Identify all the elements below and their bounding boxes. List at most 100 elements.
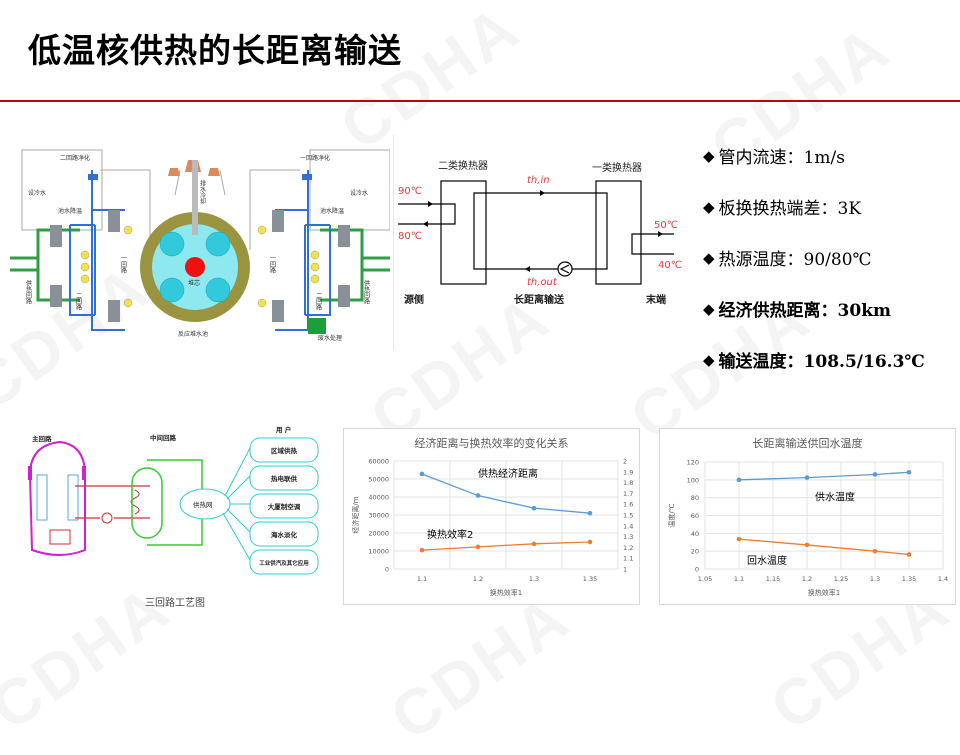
data-point <box>531 541 537 547</box>
temp-source-return: 80℃ <box>398 231 422 242</box>
x-tick-label: 1.3 <box>529 575 539 583</box>
y2-tick-label: 1.6 <box>623 501 633 509</box>
page-title: 低温核供热的长距离输送 <box>28 31 402 70</box>
diamond-bullet-icon: ◆ <box>703 197 715 216</box>
label-loop1: 一回路 <box>120 255 127 274</box>
transport-diagram: 二类换热器 一类换热器 源侧 长距离输送 末端 90℃ 80℃ 50℃ 40℃ … <box>398 159 682 306</box>
y2-tick-label: 1.8 <box>623 479 633 487</box>
diamond-bullet-icon: ◆ <box>703 248 715 267</box>
chart-title: 长距离输送供回水温度 <box>752 437 863 450</box>
label-loop1: 一回路 <box>269 255 276 274</box>
user-item: 海水淡化 <box>271 530 298 539</box>
label-reactor-pool: 反应堆水池 <box>178 330 208 338</box>
x-tick-label: 1.35 <box>902 575 916 583</box>
data-point <box>804 475 810 480</box>
label-loop2-purify: 二回路净化 <box>60 154 90 162</box>
label-cooling-water: 设冷水 <box>28 189 46 197</box>
x-axis-label: 换热效率1 <box>490 588 522 597</box>
data-point <box>475 544 481 550</box>
y-tick-label: 120 <box>687 459 699 467</box>
temp-end-supply: 50℃ <box>654 220 678 231</box>
label-core: 堆芯 <box>188 279 200 287</box>
user-item: 热电联供 <box>271 474 298 483</box>
label-transport: 长距离输送 <box>514 293 565 306</box>
temp-source-supply: 90℃ <box>398 186 422 197</box>
series-line <box>421 473 591 514</box>
y-tick-label: 30000 <box>368 512 389 520</box>
label-hx2: 二类换热器 <box>438 159 488 172</box>
label-pool-cooling: 池水降温 <box>320 207 344 215</box>
bullet-temp-difference: ◆板换换热端差：3K <box>703 197 862 220</box>
data-point <box>419 471 425 477</box>
series-label: 换热效率2 <box>427 528 473 541</box>
diamond-bullet-icon: ◆ <box>703 146 715 165</box>
y-tick-label: 40000 <box>368 494 389 502</box>
y-tick-label: 20 <box>691 548 699 556</box>
divider <box>393 135 394 350</box>
y-tick-label: 80 <box>691 494 699 502</box>
y2-tick-label: 1.4 <box>623 522 633 530</box>
label-loop2: 二回路 <box>315 292 322 311</box>
user-item: 区域供热 <box>271 446 298 455</box>
x-tick-label: 1.1 <box>417 575 427 583</box>
data-point <box>872 548 878 554</box>
y-tick-label: 10000 <box>368 548 389 556</box>
label-heating-loop: 供热回路 <box>25 279 32 305</box>
y-tick-label: 40 <box>691 530 699 538</box>
label-users: 用 户 <box>275 425 291 434</box>
label-exhaust: 排水冷却 <box>199 179 206 205</box>
data-point <box>906 552 912 557</box>
label-cooling-water: 设冷水 <box>350 189 368 197</box>
label-heating-loop: 供热回路 <box>363 279 370 305</box>
series-label: 供水温度 <box>815 491 855 504</box>
series-label: 回水温度 <box>747 554 787 567</box>
y2-tick-label: 2 <box>623 458 627 466</box>
label-loop1-purify: 一回路净化 <box>300 154 330 162</box>
x-tick-label: 1.15 <box>766 575 780 583</box>
y2-tick-label: 1.5 <box>623 512 633 520</box>
label-loop2: 二回路 <box>75 292 82 311</box>
chart-svg: 010000200003000040000500006000011.11.21.… <box>351 458 633 598</box>
label-source: 源侧 <box>404 293 424 306</box>
reactor-system-diagram: 二回路净化 一回路净化 设冷水 设冷水 池水降温 池水降温 堆芯 反应堆水池 废… <box>10 149 390 342</box>
parameter-list: ◆管内流速：1m/s ◆板换换热端差：3K ◆热源温度：90/80℃ ◆经济供热… <box>703 130 958 385</box>
data-point <box>736 477 742 483</box>
label-primary-loop: 主回路 <box>32 434 52 443</box>
diamond-bullet-icon: ◆ <box>703 299 715 318</box>
data-point <box>906 469 912 475</box>
label-t-out: th,out <box>527 277 558 288</box>
y-axis-label: 经济距离/m <box>351 496 360 533</box>
series-label: 供热经济距离 <box>478 467 538 480</box>
x-tick-label: 1.3 <box>870 575 880 583</box>
diagram-caption: 三回路工艺图 <box>145 596 205 609</box>
data-point <box>872 472 878 477</box>
y-tick-label: 0 <box>385 566 389 574</box>
x-tick-label: 1.2 <box>802 575 812 583</box>
y2-tick-label: 1.9 <box>623 468 633 476</box>
bullet-economic-distance: ◆经济供热距离：30km <box>703 299 891 322</box>
diamond-bullet-icon: ◆ <box>703 350 715 369</box>
series-line <box>738 471 910 481</box>
x-axis-label: 换热效率1 <box>808 588 840 597</box>
y2-tick-label: 1.3 <box>623 533 633 541</box>
data-point <box>804 542 810 548</box>
bullet-source-temp: ◆热源温度：90/80℃ <box>703 248 872 271</box>
user-item: 大厦制空调 <box>268 502 301 511</box>
data-point <box>587 510 593 516</box>
y2-tick-label: 1.2 <box>623 544 633 552</box>
x-tick-label: 1.1 <box>734 575 744 583</box>
x-tick-label: 1.2 <box>473 575 483 583</box>
y2-tick-label: 1.7 <box>623 490 633 498</box>
x-tick-label: 1.25 <box>834 575 848 583</box>
x-tick-label: 1.05 <box>698 575 712 583</box>
y-tick-label: 100 <box>687 476 699 484</box>
data-point <box>587 539 593 545</box>
x-tick-label: 1.35 <box>583 575 597 583</box>
y-tick-label: 60000 <box>368 458 389 466</box>
y2-tick-label: 1.1 <box>623 555 633 563</box>
data-point <box>419 547 425 553</box>
three-loop-diagram: 主回路 中间回路 用 户 供热网 区域供热 热电联供 大厦制空调 海水淡化 工业… <box>28 425 319 609</box>
